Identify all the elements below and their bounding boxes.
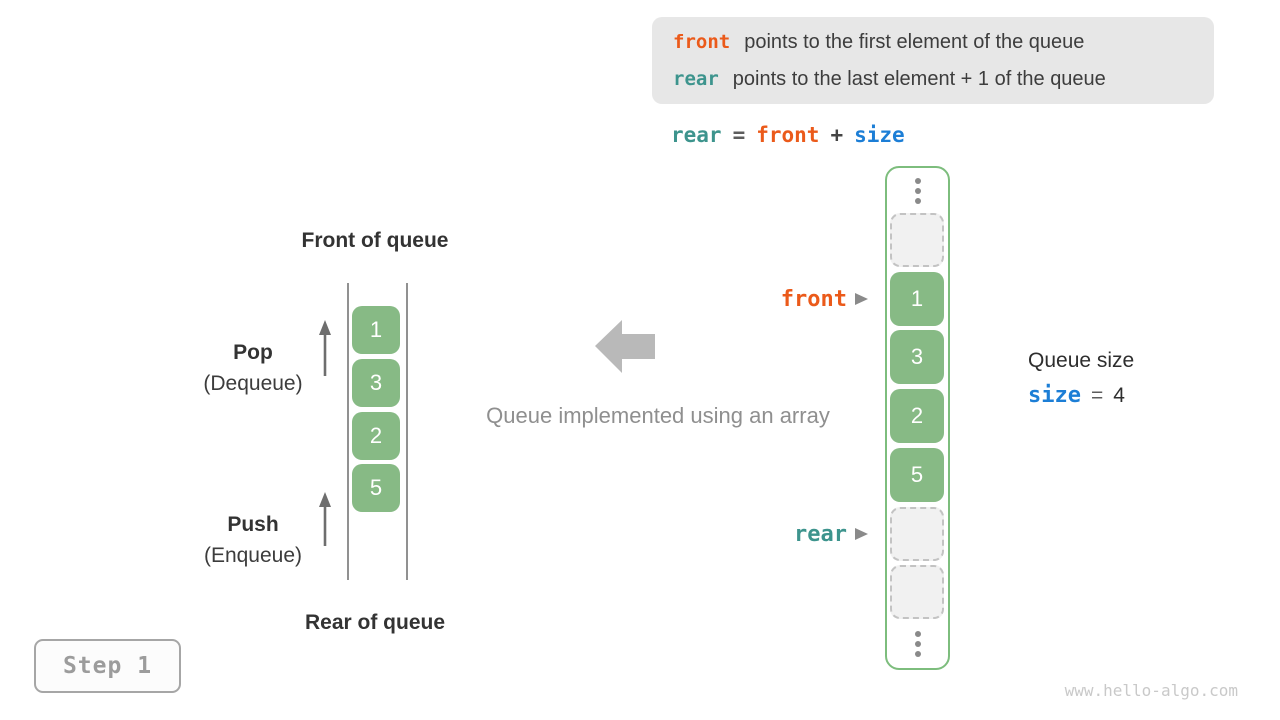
dot <box>914 631 921 637</box>
dot <box>914 188 921 194</box>
formula: rear = front + size <box>671 123 905 147</box>
legend-text: points to the first element of the queue <box>744 31 1085 53</box>
array-caption: Queue implemented using an array <box>486 403 830 428</box>
left-queue-cell: 1 <box>352 306 400 354</box>
array-cell-value: 2 <box>890 389 944 443</box>
queue-size-equation: size = 4 <box>1028 383 1125 408</box>
formula-part-size: size <box>854 123 905 147</box>
front-of-queue-label: Front of queue <box>301 229 449 252</box>
right-arrowhead-icon <box>855 528 868 540</box>
dot <box>914 641 921 647</box>
formula-part-=: = <box>732 123 746 147</box>
vertical-ellipsis-icon <box>887 178 948 204</box>
pop-label: Pop <box>233 341 273 364</box>
vertical-ellipsis-icon <box>887 631 948 657</box>
left-queue-cell: 2 <box>352 412 400 460</box>
array-cell-value: 1 <box>890 272 944 326</box>
dot <box>914 198 921 204</box>
size-value: 4 <box>1113 384 1125 407</box>
legend-line: rear points to the last element + 1 of th… <box>673 61 1214 98</box>
array-cell-empty <box>890 213 944 267</box>
front-pointer-label: front <box>780 286 847 312</box>
queue-channel-left-line <box>347 283 349 580</box>
queue-size-label: Queue size <box>1028 349 1135 372</box>
watermark: www.hello-algo.com <box>1064 681 1238 700</box>
dequeue-label: (Dequeue) <box>203 372 303 395</box>
left-queue-cell: 3 <box>352 359 400 407</box>
legend-code-rear: rear <box>673 68 719 90</box>
rear-pointer: rear <box>794 507 868 561</box>
pop-up-arrow-icon <box>319 320 331 376</box>
array-cell-value: 3 <box>890 330 944 384</box>
formula-part-rear: rear <box>671 123 722 147</box>
step-badge: Step 1 <box>34 639 181 693</box>
legend-line: front points to the first element of the … <box>673 24 1214 61</box>
left-block-arrow-icon <box>595 320 655 373</box>
left-queue-cell: 5 <box>352 464 400 512</box>
right-arrowhead-icon <box>855 293 868 305</box>
formula-part-front: front <box>756 123 820 147</box>
push-up-arrow-icon <box>319 492 331 546</box>
rear-pointer-label: rear <box>794 521 847 547</box>
array-cell-value: 5 <box>890 448 944 502</box>
formula-part-+: + <box>830 123 844 147</box>
queue-channel-right-line <box>406 283 408 580</box>
dot <box>914 651 921 657</box>
push-label: Push <box>227 513 279 536</box>
legend-text: points to the last element + 1 of the qu… <box>732 68 1106 90</box>
rear-of-queue-label: Rear of queue <box>304 611 446 634</box>
enqueue-label: (Enqueue) <box>203 544 303 567</box>
size-variable: size <box>1028 383 1081 408</box>
legend-box: front points to the first element of the … <box>652 17 1214 104</box>
size-equals: = <box>1090 384 1104 407</box>
dot <box>914 178 921 184</box>
legend-code-front: front <box>673 31 731 53</box>
front-pointer: front <box>781 272 868 326</box>
array-cell-empty <box>890 507 944 561</box>
array-cell-empty <box>890 565 944 619</box>
